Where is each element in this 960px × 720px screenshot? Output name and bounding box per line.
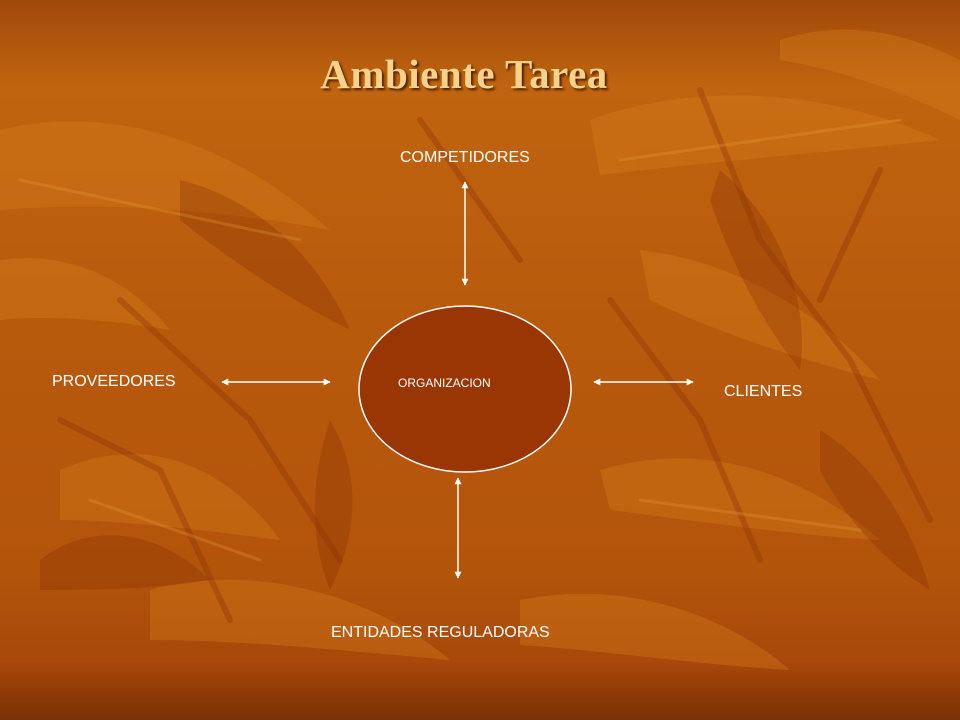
slide-title: Ambiente Tarea <box>320 51 608 97</box>
node-competidores: COMPETIDORES <box>400 149 530 166</box>
node-proveedores: PROVEEDORES <box>52 373 176 390</box>
node-entidades-reguladoras: ENTIDADES REGULADORAS <box>331 624 550 641</box>
node-organizacion: ORGANIZACION <box>398 376 491 390</box>
organization-ellipse <box>358 305 572 473</box>
node-clientes: CLIENTES <box>724 383 803 400</box>
